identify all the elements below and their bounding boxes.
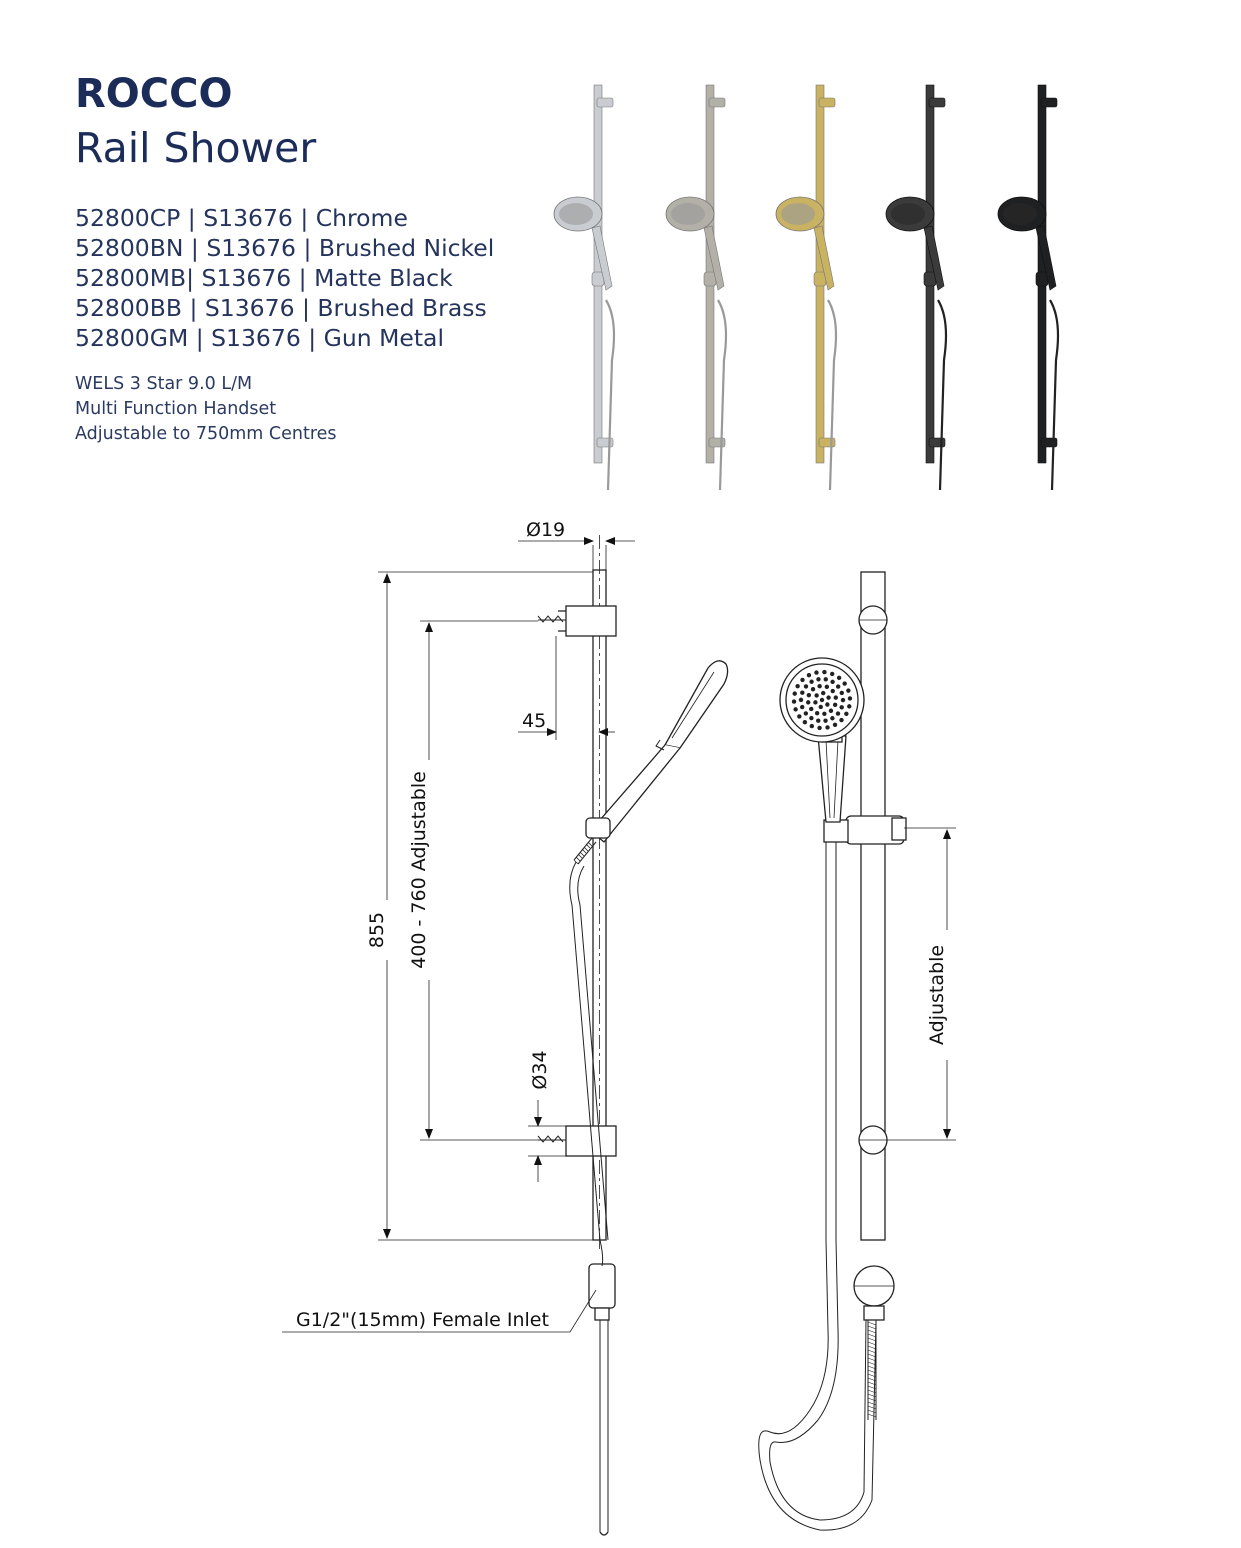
dim-rail-diameter: Ø19: [526, 519, 565, 541]
variant-brushed-nickel: 52800BN | S13676 | Brushed Nickel: [75, 234, 495, 262]
side-view: [282, 535, 729, 1536]
inlet-label: G1/2"(15mm) Female Inlet: [296, 1309, 549, 1331]
variant-brushed-brass: 52800BB | S13676 | Brushed Brass: [75, 294, 487, 322]
dim-bracket-diameter: Ø34: [529, 1050, 551, 1089]
dim-slider: Adjustable: [926, 945, 948, 1045]
variant-gun-metal: 52800GM | S13676 | Gun Metal: [75, 324, 444, 352]
spec-handset: Multi Function Handset: [75, 399, 277, 419]
finish-image-matte-black: [885, 84, 948, 491]
dim-offset: 45: [522, 710, 546, 732]
spec-wels: WELS 3 Star 9.0 L/M: [75, 374, 253, 394]
finish-image-chrome: [553, 84, 616, 491]
variant-matte-black: 52800MB| S13676 | Matte Black: [75, 264, 453, 292]
finish-image-gun-metal: [997, 84, 1060, 491]
variant-chrome: 52800CP | S13676 | Chrome: [75, 204, 408, 232]
front-view: [758, 571, 956, 1531]
finish-image-brushed-brass: [775, 84, 838, 491]
finish-images: [553, 84, 1060, 491]
product-name: Rail Shower: [75, 124, 317, 172]
product-brand: ROCCO: [75, 71, 233, 117]
dim-total-height: 855: [366, 912, 388, 948]
finish-image-brushed-nickel: [665, 84, 728, 491]
spec-list: WELS 3 Star 9.0 L/M Multi Function Hands…: [75, 372, 337, 447]
variant-list: 52800CP | S13676 | Chrome 52800BN | S136…: [75, 203, 494, 353]
dim-bracket-range: 400 - 760 Adjustable: [408, 771, 430, 969]
spec-centres: Adjustable to 750mm Centres: [75, 424, 337, 444]
